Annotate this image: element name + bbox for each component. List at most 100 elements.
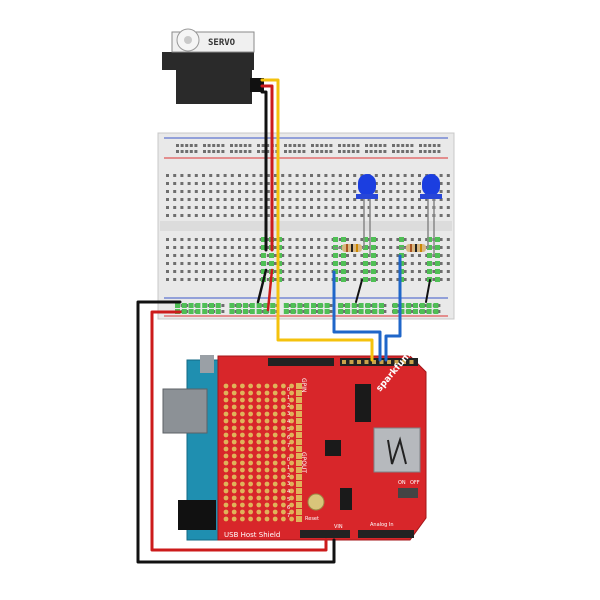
proto-pad [240, 502, 245, 508]
breadboard-hole [187, 238, 191, 241]
breadboard-hole [389, 190, 393, 193]
proto-pad [240, 488, 245, 494]
breadboard-hole [374, 278, 378, 281]
rail-hole [351, 150, 355, 153]
proto-pad [248, 411, 254, 417]
rail-hole [216, 144, 220, 147]
connected-hole [297, 309, 303, 314]
rail-hole [423, 150, 427, 153]
breadboard-hole [230, 270, 234, 273]
proto-pad [289, 432, 294, 438]
rail-hole [342, 144, 346, 147]
breadboard-hole [324, 246, 328, 249]
breadboard-hole [216, 198, 220, 201]
breadboard-hole [245, 238, 249, 241]
breadboard-hole [295, 278, 299, 281]
breadboard-hole [216, 246, 220, 249]
rail-hole [302, 304, 306, 307]
connected-hole [399, 237, 404, 242]
proto-pad [223, 404, 229, 410]
breadboard-hole [425, 254, 429, 257]
breadboard-hole [425, 198, 429, 201]
breadboard-hole [382, 278, 385, 281]
breadboard-hole [367, 246, 371, 249]
connected-hole [175, 303, 180, 308]
rail-hole [248, 150, 252, 153]
breadboard-hole [288, 214, 292, 217]
connected-hole [435, 253, 440, 258]
proto-pad [272, 467, 278, 473]
proto-pad [248, 404, 254, 410]
proto-pad [223, 481, 229, 487]
breadboard-hole [310, 262, 313, 265]
proto-pad [264, 404, 270, 410]
rail-hole [261, 150, 265, 153]
proto-pad [231, 467, 237, 473]
breadboard-hole [310, 190, 313, 193]
breadboard-hole [338, 214, 342, 217]
rail-hole [230, 144, 233, 147]
rail-hole [423, 144, 427, 147]
breadboard-hole [274, 262, 277, 265]
breadboard-hole [439, 270, 443, 273]
proto-pad [248, 460, 254, 466]
breadboard-hole [216, 214, 220, 217]
breadboard-hole [266, 174, 270, 177]
led-icon [358, 174, 376, 196]
wire-yellow-signal [260, 78, 374, 362]
breadboard-hole [187, 270, 191, 273]
proto-pad [256, 390, 262, 396]
breadboard-hole [230, 174, 234, 177]
proto-pad [272, 495, 278, 501]
proto-pad [223, 509, 229, 515]
header-pin [342, 360, 346, 364]
breadboard-hole [238, 214, 241, 217]
connected-hole [426, 309, 432, 314]
breadboard-hole [245, 190, 249, 193]
proto-pad [272, 404, 278, 410]
breadboard-hole [223, 206, 227, 209]
breadboard-hole [245, 262, 249, 265]
breadboard-hole [295, 174, 299, 177]
connected-hole [243, 303, 248, 308]
header-pad [296, 432, 302, 438]
proto-pad [256, 502, 262, 508]
proto-pad [231, 446, 237, 452]
connected-hole [269, 261, 274, 266]
rail-hole [378, 144, 382, 147]
proto-pad [264, 397, 270, 403]
proto-pad [240, 453, 245, 459]
proto-pad [240, 446, 245, 452]
reset-label: Reset [305, 516, 319, 522]
breadboard-hole [389, 254, 393, 257]
breadboard-hole [410, 238, 414, 241]
breadboard-hole [317, 246, 321, 249]
connected-hole [363, 277, 368, 282]
breadboard-hole [353, 206, 357, 209]
breadboard-hole [317, 278, 321, 281]
proto-pad [223, 397, 229, 403]
breadboard-hole [396, 182, 400, 185]
proto-pad [231, 502, 237, 508]
proto-pad [289, 509, 294, 515]
rail-hole [176, 144, 179, 147]
connected-hole [371, 237, 376, 242]
connected-hole [435, 237, 440, 242]
proto-pad [231, 453, 237, 459]
rail-hole [257, 144, 260, 147]
breadboard-hole [317, 214, 321, 217]
rail-hole [392, 150, 395, 153]
breadboard-hole [194, 206, 198, 209]
rail-hole [288, 144, 292, 147]
connected-hole [209, 303, 214, 308]
rail-hole [369, 310, 373, 313]
breadboard-hole [310, 238, 313, 241]
breadboard-hole [209, 198, 213, 201]
proto-pad [264, 474, 270, 480]
connected-hole [363, 253, 368, 258]
breadboard-hole [180, 278, 184, 281]
breadboard-hole [238, 238, 241, 241]
rail-hole [257, 150, 260, 153]
rail-hole [356, 144, 360, 147]
rail-hole [405, 150, 409, 153]
